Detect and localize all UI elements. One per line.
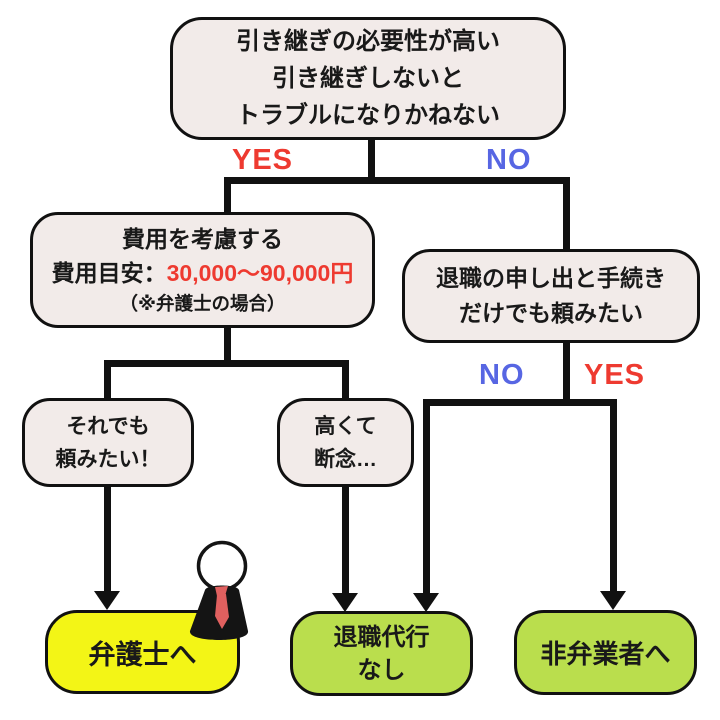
cost-estimate-line: 費用目安：30,000〜90,000円	[52, 256, 354, 290]
arrowhead-to-non-lawyer	[600, 591, 626, 610]
connector-too-expensive-to-no-agency	[342, 485, 349, 594]
node-result-non-lawyer: 非弁業者へ	[514, 610, 697, 695]
connector-root-split	[224, 177, 570, 184]
connector-still-want-to-lawyer	[104, 485, 111, 592]
node-text-line: 非弁業者へ	[540, 639, 671, 669]
node-text-line: だけでも頼みたい	[459, 300, 643, 326]
branch-label-yes-1: YES	[232, 144, 294, 176]
node-text-line: 費用を考慮する	[122, 226, 283, 252]
businessman-icon	[184, 540, 254, 642]
connector-root-stem	[368, 138, 375, 184]
node-text-line: 退職の申し出と手続き	[436, 265, 666, 291]
cost-note: （※弁護士の場合）	[119, 293, 286, 314]
arrowhead-too-expensive-to-no-agency	[332, 593, 358, 612]
connector-request-split	[423, 399, 617, 406]
connector-request-stem	[563, 341, 570, 404]
arrowhead-no-to-no-agency	[413, 593, 439, 612]
node-text-line: なし	[357, 656, 406, 684]
branch-label-no-1: NO	[486, 144, 532, 176]
arrowhead-to-lawyer	[94, 591, 120, 610]
node-request-procedures-only: 退職の申し出と手続き だけでも頼みたい	[402, 249, 700, 343]
cost-estimate-label: 費用目安：	[51, 260, 167, 286]
node-text-line: トラブルになりかねない	[236, 102, 500, 129]
connector-to-too-expensive	[342, 360, 349, 401]
node-text-line: 断念…	[314, 447, 377, 471]
connector-to-still-want	[104, 360, 111, 401]
connector-cost-split	[104, 360, 349, 367]
node-text-line: 引き継ぎの必要性が高い	[236, 28, 500, 55]
branch-label-no-2: NO	[479, 359, 525, 391]
connector-yes-to-non-lawyer	[610, 399, 617, 592]
connector-yes-to-cost	[224, 177, 231, 215]
connector-cost-stem	[224, 324, 231, 367]
node-still-want-to-ask: それでも 頼みたい！	[22, 398, 194, 487]
node-text-line: 退職代行	[333, 623, 430, 651]
branch-label-yes-2: YES	[584, 359, 646, 391]
node-text-line: 頼みたい！	[55, 447, 161, 471]
node-consider-cost: 費用を考慮する 費用目安：30,000〜90,000円 （※弁護士の場合）	[30, 212, 375, 328]
node-text-line: 引き継ぎしないと	[272, 65, 464, 92]
node-handover-necessity: 引き継ぎの必要性が高い 引き継ぎしないと トラブルになりかねない	[170, 17, 566, 140]
node-result-lawyer: 弁護士へ	[45, 610, 240, 694]
cost-estimate-value: 30,000〜90,000円	[166, 260, 354, 286]
node-text-line: それでも	[66, 414, 150, 438]
node-text-line: 弁護士へ	[88, 639, 197, 670]
node-too-expensive-give-up: 高くて 断念…	[277, 398, 414, 487]
node-text-line: 高くて	[314, 414, 377, 438]
node-result-no-agency: 退職代行 なし	[290, 611, 473, 696]
connector-no-to-request	[563, 177, 570, 253]
connector-no-to-no-agency	[423, 399, 430, 594]
